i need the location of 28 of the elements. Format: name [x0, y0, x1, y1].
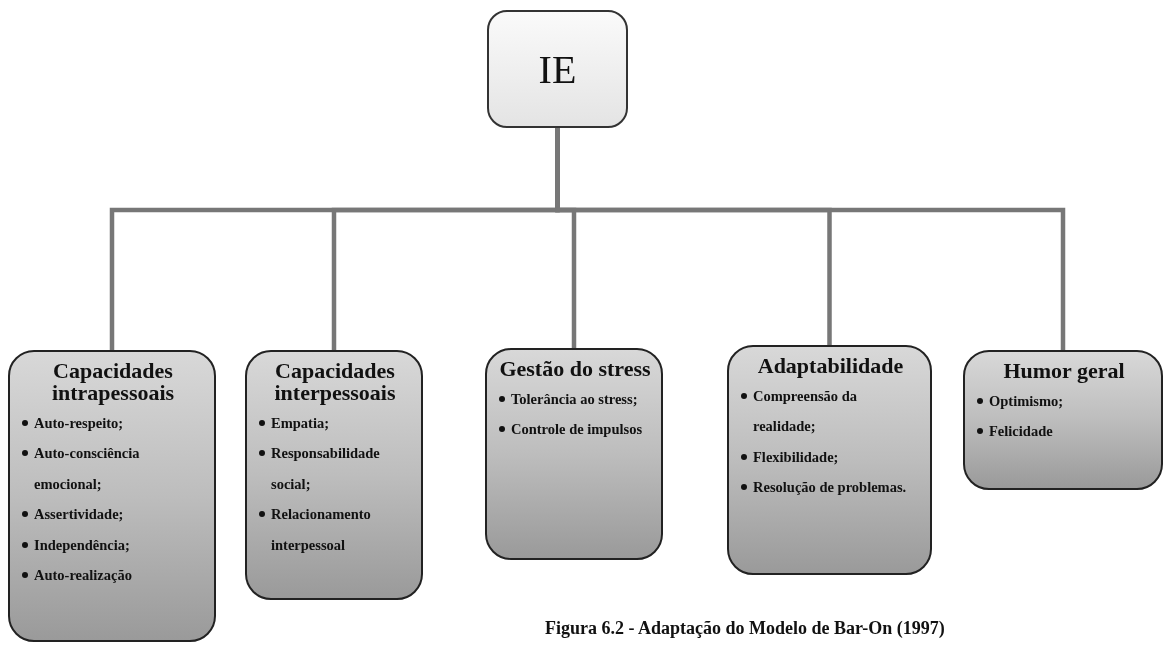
bullet-item: Flexibilidade; [739, 441, 922, 473]
bullet-item: Felicidade [975, 416, 1153, 447]
root-label: IE [538, 45, 577, 93]
category-box [485, 348, 663, 560]
bullet-item: Auto-respeito; [20, 408, 206, 439]
category-box [245, 350, 423, 600]
bullet-item: Responsabilidade social; [257, 438, 413, 500]
root-box [487, 10, 628, 128]
bullet-item: Relacionamento interpessoal [257, 499, 413, 561]
bullet-item: Empatia; [257, 408, 413, 439]
category-box [963, 350, 1163, 490]
category-heading: Gestão do stress [498, 358, 652, 380]
bullet-item: Optimismo; [975, 386, 1153, 417]
category-heading: Capacidades intrapessoais [50, 360, 176, 404]
bullet-item: Resolução de problemas. [739, 472, 922, 503]
bullet-item: Assertividade; [20, 499, 206, 530]
bullet-item: Controle de impulsos [497, 414, 653, 445]
bullet-item: Tolerância ao stress; [497, 384, 653, 415]
bullet-item: Auto-consciência emocional; [20, 438, 206, 500]
bullet-item: Auto-realização [20, 560, 206, 591]
figure-caption: Figura 6.2 - Adaptação do Modelo de Bar-On (1997) [545, 618, 945, 639]
bullet-item: Independência; [20, 529, 206, 561]
bullet-item: Compreensão da realidade; [739, 381, 922, 442]
category-heading: Adaptabilidade [756, 355, 905, 377]
category-heading: Humor geral [1002, 360, 1126, 382]
category-box [8, 350, 216, 642]
category-heading: Capacidades interpessoais [273, 360, 397, 404]
category-box [727, 345, 932, 575]
